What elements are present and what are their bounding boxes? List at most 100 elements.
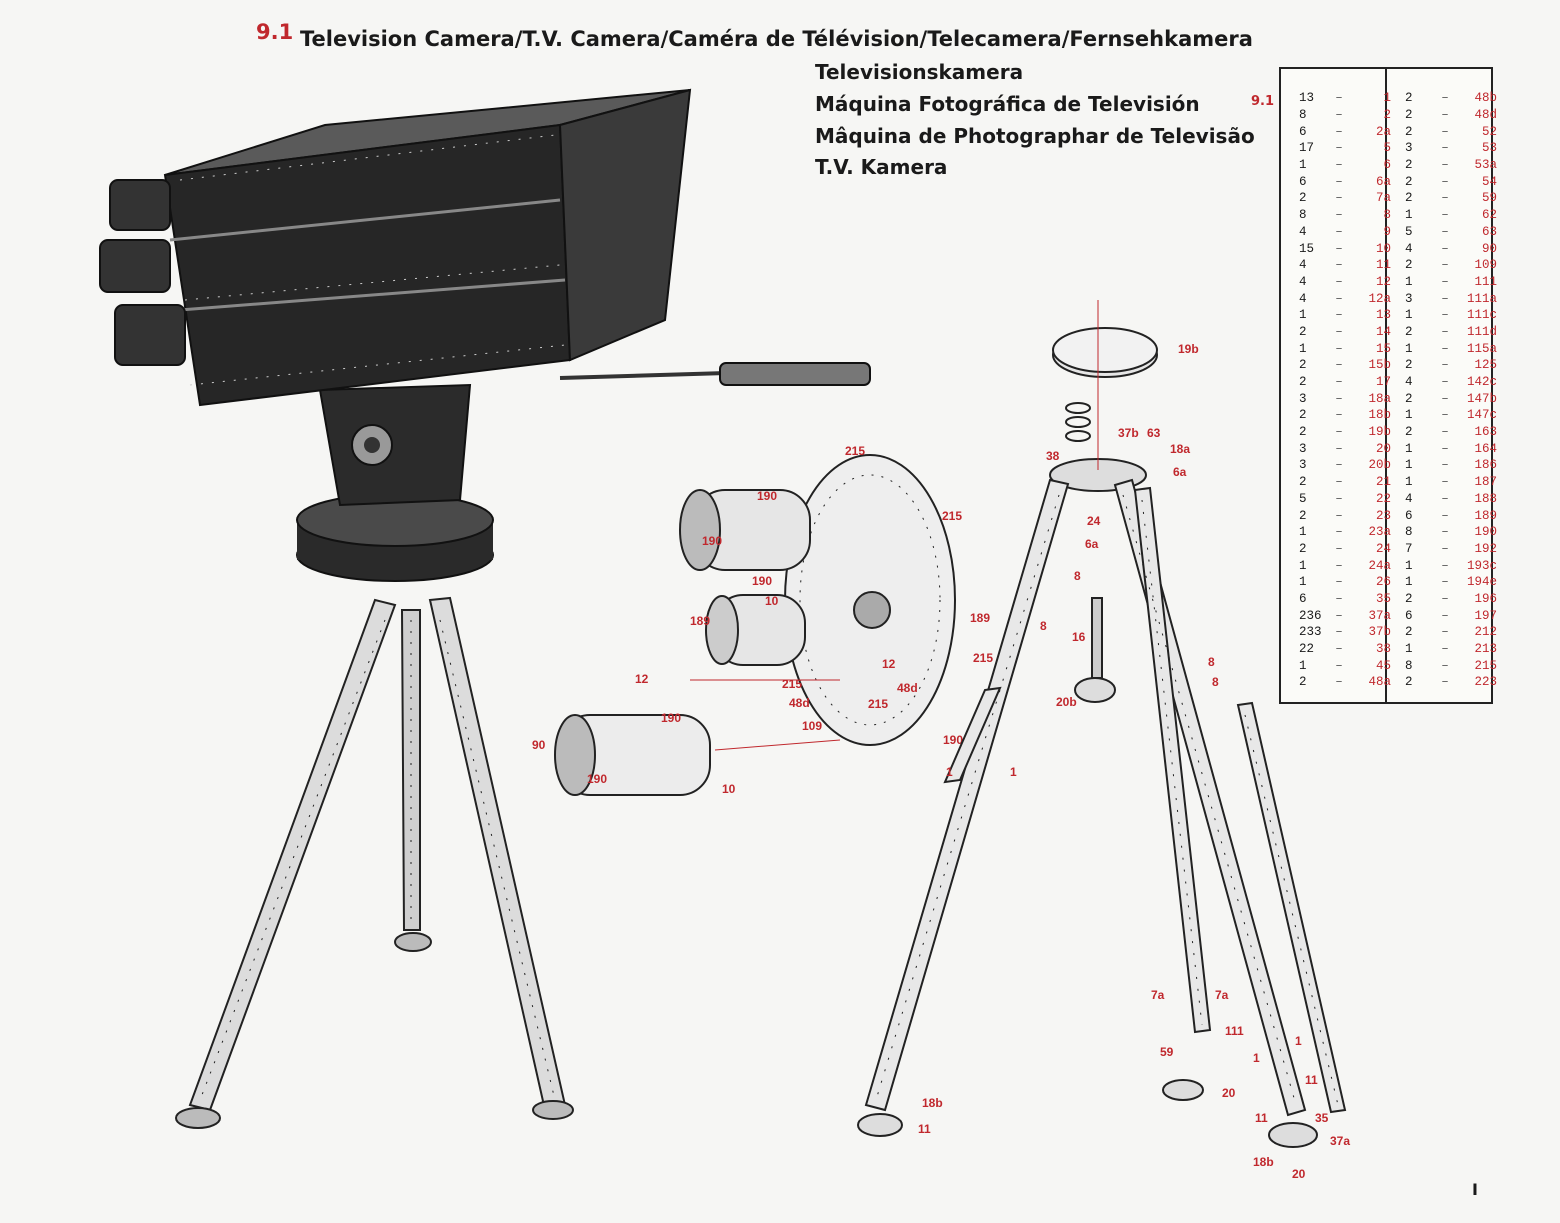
part-number: 223 — [1474, 675, 1497, 690]
part-quantity: 22 — [1299, 642, 1315, 657]
row-dash: – — [1441, 658, 1449, 673]
part-number: 63 — [1481, 224, 1497, 239]
parts-list-row: 4–11 — [1299, 257, 1401, 274]
part-number: 53a — [1474, 158, 1497, 173]
reel-part-callout: 10 — [722, 782, 736, 796]
part-number: 111d — [1466, 324, 1497, 339]
row-dash: – — [1335, 141, 1343, 156]
parts-list-row: 1–24a — [1299, 557, 1401, 574]
parts-list-row: 5–63 — [1405, 224, 1507, 241]
part-number: 24 — [1375, 541, 1391, 556]
tripod-leg-part-callout: 20 — [1292, 1167, 1306, 1181]
row-dash: – — [1335, 375, 1343, 390]
tripod-leg-part-callout: 18b — [1253, 1155, 1274, 1169]
part-quantity: 1 — [1299, 158, 1307, 173]
part-number: 111c — [1466, 308, 1497, 323]
row-dash: – — [1335, 124, 1343, 139]
part-number: 15b — [1368, 358, 1391, 373]
part-number: 147c — [1466, 408, 1497, 423]
part-quantity: 2 — [1405, 191, 1413, 206]
parts-list-row: 1–111 — [1405, 274, 1507, 291]
row-dash: – — [1441, 642, 1449, 657]
part-quantity: 3 — [1405, 291, 1413, 306]
part-quantity: 7 — [1405, 541, 1413, 556]
part-quantity: 2 — [1405, 358, 1413, 373]
parts-list-row: 2–18b — [1299, 407, 1401, 424]
part-quantity: 1 — [1299, 341, 1307, 356]
part-quantity: 2 — [1405, 108, 1413, 123]
parts-list-row: 2–15b — [1299, 357, 1401, 374]
part-quantity: 2 — [1405, 591, 1413, 606]
part-number: 2 — [1383, 108, 1391, 123]
part-quantity: 1 — [1405, 208, 1413, 223]
row-dash: – — [1441, 141, 1449, 156]
row-dash: – — [1441, 191, 1449, 206]
parts-list-row: 2–212 — [1405, 624, 1507, 641]
reel-part-callout: 109 — [802, 719, 822, 733]
row-dash: – — [1441, 491, 1449, 506]
tripod-exploded-drawing — [857, 300, 1347, 1148]
parts-list-row: 8–215 — [1405, 657, 1507, 674]
part-quantity: 6 — [1405, 608, 1413, 623]
part-quantity: 2 — [1299, 324, 1307, 339]
parts-list-row: 2–48a — [1299, 674, 1401, 691]
parts-list-row: 2–23 — [1299, 507, 1401, 524]
tripod-leg-part-callout: 35 — [1315, 1111, 1329, 1125]
part-number: 18b — [1368, 408, 1391, 423]
tripod-leg-part-callout: 18b — [922, 1096, 943, 1110]
part-number: 37a — [1368, 608, 1391, 623]
part-number: 6a — [1375, 174, 1391, 189]
part-number: 90 — [1481, 241, 1497, 256]
part-quantity: 8 — [1405, 658, 1413, 673]
row-dash: – — [1441, 441, 1449, 456]
parts-list-row: 7–192 — [1405, 541, 1507, 558]
part-quantity: 2 — [1405, 124, 1413, 139]
tripod-head-part-callout: 8 — [1040, 619, 1047, 633]
reel-part-callout: 190 — [943, 733, 963, 747]
part-quantity: 1 — [1405, 308, 1413, 323]
row-dash: – — [1335, 558, 1343, 573]
parts-list-row: 1–147c — [1405, 407, 1507, 424]
row-dash: – — [1441, 291, 1449, 306]
row-dash: – — [1441, 508, 1449, 523]
row-dash: – — [1335, 291, 1343, 306]
parts-list-row: 1–26 — [1299, 574, 1401, 591]
row-dash: – — [1335, 258, 1343, 273]
part-number: 14 — [1375, 324, 1391, 339]
part-number: 6 — [1383, 158, 1391, 173]
parts-list-row: 2–196 — [1405, 591, 1507, 608]
row-dash: – — [1335, 475, 1343, 490]
part-number: 45 — [1375, 658, 1391, 673]
parts-list-row: 4–12 — [1299, 274, 1401, 291]
row-dash: – — [1441, 625, 1449, 640]
parts-list-row: 233–37b — [1299, 624, 1401, 641]
part-quantity: 4 — [1299, 224, 1307, 239]
part-number: 24a — [1368, 558, 1391, 573]
tripod-leg-part-callout: 37a — [1330, 1134, 1350, 1148]
part-quantity: 4 — [1299, 258, 1307, 273]
parts-list-row: 6–6a — [1299, 173, 1401, 190]
part-number: 15 — [1375, 341, 1391, 356]
row-dash: – — [1441, 541, 1449, 556]
row-dash: – — [1441, 408, 1449, 423]
parts-list-row: 8–8 — [1299, 207, 1401, 224]
part-quantity: 4 — [1405, 491, 1413, 506]
tripod-head-part-callout: 38 — [1046, 449, 1060, 463]
part-number: 13 — [1375, 308, 1391, 323]
part-quantity: 8 — [1405, 525, 1413, 540]
row-dash: – — [1335, 625, 1343, 640]
reel-part-callout: 90 — [532, 738, 546, 752]
part-quantity: 13 — [1299, 91, 1315, 106]
row-dash: – — [1335, 174, 1343, 189]
parts-list-row: 2–7a — [1299, 190, 1401, 207]
part-quantity: 2 — [1405, 625, 1413, 640]
parts-list-row: 2–109 — [1405, 257, 1507, 274]
row-dash: – — [1335, 642, 1343, 657]
part-number: 12a — [1368, 291, 1391, 306]
reel-part-callout: 215 — [845, 444, 865, 458]
part-quantity: 2 — [1405, 158, 1413, 173]
row-dash: – — [1441, 308, 1449, 323]
parts-list-row: 4–142c — [1405, 374, 1507, 391]
